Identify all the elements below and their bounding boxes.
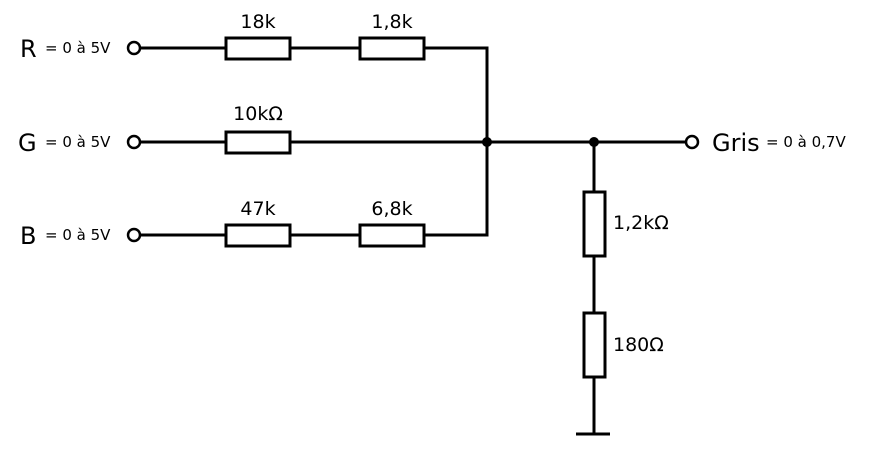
resistor-r2-label: 1,8k [371,11,412,33]
resistor-divider-top-label: 1,2kΩ [613,212,669,234]
wire-b-to-bus [424,142,489,237]
resistor-r1-label: 18k [240,11,275,33]
input-g-range: = 0 à 5V [45,133,111,151]
output-name: Gris [712,129,760,157]
junction-node-bus [482,137,492,147]
resistor-r1 [224,36,292,61]
resistor-g1-label: 10kΩ [233,103,283,125]
input-r-name: R [20,35,37,63]
resistor-g1 [224,130,292,155]
junction-node-output [589,137,599,147]
output-range: = 0 à 0,7V [766,133,846,151]
input-r-range: = 0 à 5V [45,39,111,57]
terminal-g [126,134,142,150]
terminal-b [126,227,142,243]
resistor-divider-bottom-label: 180Ω [613,334,664,356]
resistor-r2 [358,36,426,61]
resistor-b1-label: 47k [240,198,275,220]
resistor-divider-bottom [582,311,607,379]
resistor-b2-label: 6,8k [371,198,412,220]
input-g-name: G [18,129,37,157]
terminal-output [684,134,700,150]
resistor-b1 [224,223,292,248]
resistor-b2 [358,223,426,248]
wire-r-to-bus [424,46,489,142]
input-b-name: B [20,222,36,250]
resistor-divider-top [582,190,607,258]
terminal-r [126,40,142,56]
input-b-range: = 0 à 5V [45,226,111,244]
